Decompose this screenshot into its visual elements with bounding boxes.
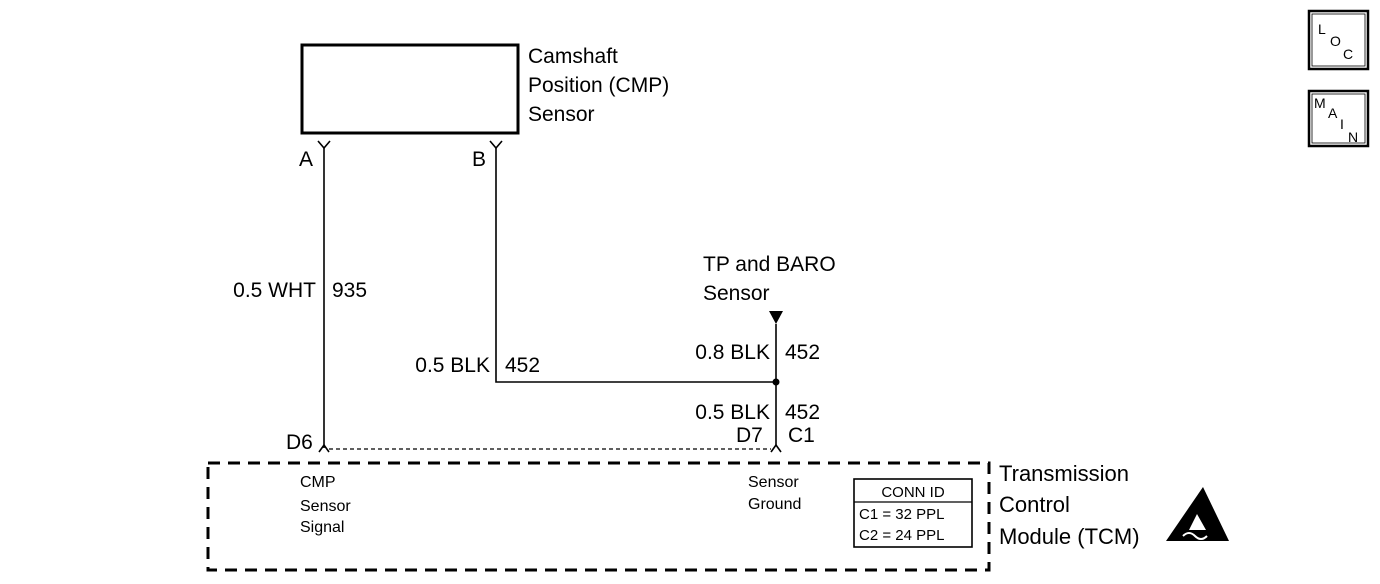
- main-letter-m: M: [1314, 95, 1326, 111]
- main-letter-a: A: [1328, 105, 1338, 121]
- wire-935-circuit: 935: [332, 279, 367, 302]
- wire-452-cmp-ground-circuit: 452: [505, 354, 540, 377]
- cmp-sensor-name-line-3: Sensor: [528, 103, 595, 126]
- pin-d7-connector-symbol: [770, 443, 782, 453]
- main-letter-n: N: [1348, 129, 1358, 145]
- pin-b-label: B: [472, 148, 486, 171]
- wire-935-size-color: 0.5 WHT: [233, 279, 316, 302]
- pin-d7-label: D7: [736, 424, 763, 447]
- conn-id-table: [853, 478, 973, 548]
- tcm-sensor-ground-line-2: Ground: [748, 496, 801, 513]
- loc-letter-c: C: [1343, 46, 1353, 62]
- cmp-sensor-name-line-2: Position (CMP): [528, 74, 669, 97]
- cmp-sensor-box: [300, 43, 520, 135]
- wire-452-tp-baro-size-color: 0.8 BLK: [695, 341, 770, 364]
- tcm-name-line-3: Module (TCM): [999, 524, 1140, 549]
- tcm-sensor-ground-line-1: Sensor: [748, 474, 799, 491]
- main-letter-i: I: [1340, 116, 1344, 132]
- pin-b-connector-symbol: [489, 140, 503, 150]
- pin-a-connector-symbol: [317, 140, 331, 150]
- loc-nav-button[interactable]: L O C: [1307, 9, 1370, 71]
- pin-d6-label: D6: [286, 431, 313, 454]
- wire-452-cmp-ground-size-color: 0.5 BLK: [415, 354, 490, 377]
- conn-id-row-c1: C1 = 32 PPL: [859, 506, 944, 523]
- tcm-cmp-signal-line-3: Signal: [300, 519, 344, 536]
- tcm-box: [206, 461, 991, 572]
- wire-452-cmp-ground: [495, 148, 776, 383]
- esd-warning-icon: [1166, 487, 1229, 541]
- conn-id-row-c2: C2 = 24 PPL: [859, 527, 944, 544]
- tp-baro-sensor-line-2: Sensor: [703, 282, 770, 305]
- loc-letter-l: L: [1318, 21, 1326, 37]
- wire-452-tp-baro-circuit: 452: [785, 341, 820, 364]
- tp-baro-arrow-icon: [769, 311, 783, 324]
- tcm-cmp-signal-line-2: Sensor: [300, 498, 351, 515]
- cmp-sensor-name-line-1: Camshaft: [528, 45, 618, 68]
- tcm-name-line-2: Control: [999, 492, 1070, 517]
- pin-c1-label: C1: [788, 424, 815, 447]
- pin-a-label: A: [299, 148, 313, 171]
- tp-baro-sensor-line-1: TP and BARO: [703, 253, 836, 276]
- tcm-cmp-signal-line-1: CMP: [300, 474, 336, 491]
- conn-id-title: CONN ID: [881, 484, 945, 501]
- main-nav-button[interactable]: M A I N: [1307, 89, 1370, 148]
- wire-452-tcm-ground-circuit: 452: [785, 401, 820, 424]
- tcm-name-line-1: Transmission: [999, 461, 1129, 486]
- loc-letter-o: O: [1330, 33, 1341, 49]
- wire-452-tcm-ground-size-color: 0.5 BLK: [695, 401, 770, 424]
- pin-d6-connector-symbol: [318, 443, 330, 453]
